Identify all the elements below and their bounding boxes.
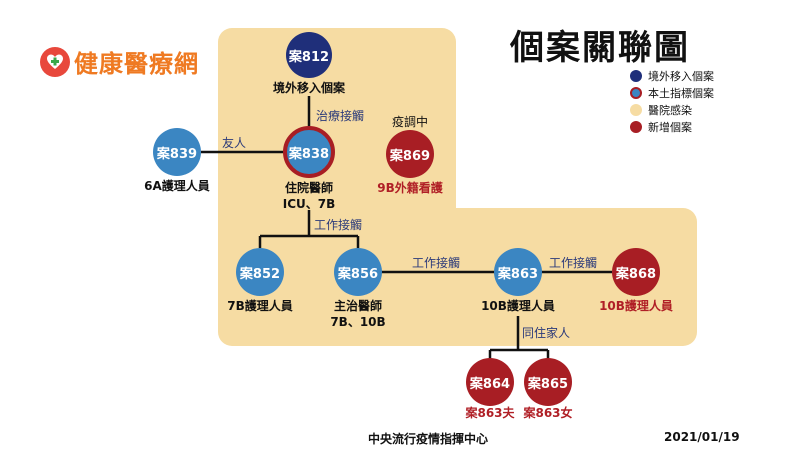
case-856-desc2: 7B、10B	[330, 315, 386, 329]
heart-cross-icon	[40, 46, 70, 77]
case-869-desc: 9B外籍看護	[377, 181, 443, 195]
case-863-id: 案863	[497, 266, 539, 282]
case-812-id: 案812	[288, 49, 330, 65]
legend-swatch-new	[630, 121, 642, 133]
legend-swatch-imported	[630, 70, 642, 82]
case-865-node: 案865	[524, 358, 572, 406]
case-839-id: 案839	[156, 146, 198, 162]
case-868-id: 案868	[615, 266, 657, 282]
case-856-desc1: 主治醫師	[333, 299, 382, 313]
case-852-desc: 7B護理人員	[227, 299, 293, 313]
legend-label: 新增個案	[648, 121, 692, 134]
case-812-desc: 境外移入個案	[272, 81, 345, 95]
footer-date: 2021/01/19	[664, 430, 740, 444]
edge-label-family: 同住家人	[522, 326, 571, 340]
case-864-id: 案864	[469, 376, 511, 392]
legend-label: 醫院感染	[648, 104, 692, 117]
case-869-status: 疫調中	[391, 115, 428, 129]
legend-hospital: 醫院感染	[630, 102, 692, 118]
logo-text: 健康醫療網	[74, 50, 199, 78]
edge-label-work-863-868: 工作接觸	[549, 256, 598, 270]
edge-label-work-856-863: 工作接觸	[412, 256, 461, 270]
case-856-id: 案856	[337, 266, 379, 282]
case-856-node: 案856	[334, 248, 382, 296]
legend-label: 本土指標個案	[648, 87, 714, 100]
edge-label-work-838: 工作接觸	[314, 218, 363, 232]
edge-838-branch	[258, 210, 360, 248]
case-868-node: 案868	[612, 248, 660, 296]
case-863-node: 案863	[494, 248, 542, 296]
legend-imported: 境外移入個案	[630, 68, 714, 84]
edge-label-treat: 治療接觸	[316, 109, 365, 123]
case-865-id: 案865	[527, 376, 569, 392]
page-title: 個案關聯圖	[510, 28, 690, 68]
legend-new: 新增個案	[630, 119, 692, 135]
case-812-node: 案812	[286, 32, 332, 78]
footer-org: 中央流行疫情指揮中心	[368, 432, 489, 446]
edge-863-family	[488, 316, 550, 360]
case-869-node: 案869	[386, 130, 434, 178]
case-864-desc: 案863夫	[465, 406, 515, 420]
legend-swatch-hospital	[630, 104, 642, 116]
case-869-id: 案869	[389, 148, 431, 164]
case-864-node: 案864	[466, 358, 514, 406]
edge-label-friend: 友人	[222, 136, 247, 150]
brand-logo: 健康醫療網	[40, 44, 199, 79]
case-838-desc2: ICU、7B	[282, 197, 336, 211]
legend-swatch-index	[630, 87, 642, 99]
case-839-desc: 6A護理人員	[144, 179, 210, 193]
legend-index-case: 本土指標個案	[630, 85, 714, 101]
case-838-id: 案838	[288, 146, 330, 162]
case-838-desc1: 住院醫師	[284, 181, 333, 195]
legend-label: 境外移入個案	[648, 70, 714, 83]
case-863-desc: 10B護理人員	[481, 299, 555, 313]
case-852-id: 案852	[239, 266, 281, 282]
case-838-node: 案838	[283, 126, 335, 178]
case-868-desc: 10B護理人員	[599, 299, 673, 313]
case-852-node: 案852	[236, 248, 284, 296]
case-839-node: 案839	[153, 128, 201, 176]
case-865-desc: 案863女	[523, 406, 573, 420]
